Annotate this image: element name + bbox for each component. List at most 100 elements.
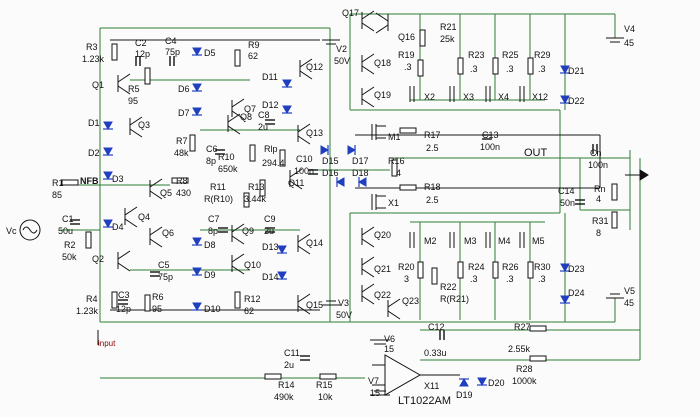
label-r9-value: 62: [248, 51, 258, 61]
cap-c1: [70, 219, 80, 225]
resistors: [61, 29, 618, 380]
label-d20: D20: [488, 378, 505, 388]
resistor-r13: [259, 179, 266, 197]
label-c3: C3: [118, 290, 130, 300]
label-rlp-value: 294.4: [262, 158, 285, 168]
label-d11: D11: [262, 72, 278, 82]
label-input: input: [98, 339, 116, 348]
label-d6: D6: [178, 84, 190, 94]
bjt-q19: [361, 86, 375, 108]
label-cn-value: 100n: [588, 160, 608, 170]
resistor-r10: [249, 144, 256, 162]
resistor-r2: [85, 231, 92, 249]
label-c11-value: 2u: [284, 360, 294, 370]
bjt-q12: [299, 58, 313, 80]
label-r21: R21: [440, 22, 457, 32]
label-m2: M2: [424, 236, 437, 246]
label-d9: D9: [204, 270, 216, 280]
mosfet-m1: [371, 124, 386, 140]
label-m4: M4: [498, 236, 511, 246]
label-x1: X1: [388, 198, 399, 208]
label-r22-value: R(R21): [440, 294, 469, 304]
label-r13: R13: [248, 182, 265, 192]
label-q5: Q5: [160, 188, 172, 198]
diode-d21: [560, 65, 570, 75]
mosfet-x2: [409, 86, 415, 102]
label-c8: C8: [258, 110, 270, 120]
diode-d24: [560, 295, 570, 305]
label-q20: Q20: [374, 230, 391, 240]
label-rn: Rn: [594, 184, 606, 194]
cap-c5: [150, 271, 160, 277]
label-q8: Q8: [240, 112, 252, 122]
label-c4: C4: [165, 36, 177, 46]
label-v6-value: 15: [384, 344, 394, 354]
diode-d10: [192, 302, 202, 312]
label-r15: R15: [316, 380, 333, 390]
diode-d1: [103, 121, 113, 131]
label-d15: D15: [322, 156, 339, 166]
mosfet-x1: [371, 194, 386, 210]
label-v2-value: 50V: [334, 56, 350, 66]
resistor-r29: [527, 57, 534, 75]
bjt-q23: [387, 298, 401, 320]
bjt-q1: [117, 73, 131, 95]
mosfet-m4: [485, 232, 491, 248]
bjt-q5: [149, 178, 163, 200]
source-v2: [322, 39, 340, 45]
diode-d5: [192, 47, 202, 57]
label-q22: Q22: [374, 290, 391, 300]
label-x2: X2: [424, 92, 435, 102]
label-c1-value: 50u: [58, 226, 73, 236]
label-r6: R6: [152, 292, 164, 302]
bjt-q14: [297, 233, 311, 255]
label-r24-value: .3: [470, 274, 478, 284]
label-r24: R24: [468, 262, 485, 272]
label-c10-value: 100n: [294, 166, 314, 176]
label-c12-value: 0.33u: [424, 348, 447, 358]
resistor-r5: [144, 67, 151, 85]
label-c1: C1: [62, 214, 74, 224]
resistor-r23: [457, 57, 464, 75]
label-x4: X4: [498, 92, 509, 102]
sources: [19, 37, 624, 396]
label-r14-value: 490k: [274, 392, 294, 402]
label-d3: D3: [112, 174, 124, 184]
resistor-r27: [529, 325, 547, 332]
mosfet-m5: [519, 232, 525, 248]
cap-c10: [308, 169, 318, 175]
resistor-r17: [399, 127, 417, 134]
label-x12: X12: [532, 92, 548, 102]
label-q4: Q4: [138, 212, 150, 222]
label-r20-value: 3: [404, 274, 409, 284]
diode-d14: [277, 271, 287, 281]
label-r23: R23: [468, 50, 485, 60]
label-c3-value: 12p: [116, 304, 131, 314]
label-r28-value: 1000k: [512, 376, 537, 386]
label-lt1022am: LT1022AM: [398, 395, 451, 407]
diode-d7: [192, 107, 202, 117]
resistor-r21: [419, 29, 426, 47]
label-v5: V5: [624, 286, 635, 296]
label-r25: R25: [502, 50, 519, 60]
mosfet-m3: [449, 232, 455, 248]
cap-c7: [218, 227, 228, 233]
bjt-q13: [297, 123, 311, 145]
label-c2-value: 12p: [135, 49, 150, 59]
label-r4: R4: [86, 294, 98, 304]
label-d18: D18: [352, 168, 369, 178]
label-v2: V2: [336, 44, 347, 54]
label-r22: R22: [440, 282, 457, 292]
label-r31: R31: [592, 216, 609, 226]
resistor-r18: [399, 184, 417, 191]
resistor-r19: [417, 59, 424, 77]
label-r28: R28: [516, 364, 533, 374]
label-q19: Q19: [374, 90, 391, 100]
resistor-r3: [111, 43, 118, 61]
source-vc: [19, 219, 41, 241]
label-x3: X3: [463, 92, 474, 102]
label-r30: R30: [534, 262, 551, 272]
diode-d13: [277, 245, 287, 255]
label-r19-value: .3: [404, 62, 412, 72]
